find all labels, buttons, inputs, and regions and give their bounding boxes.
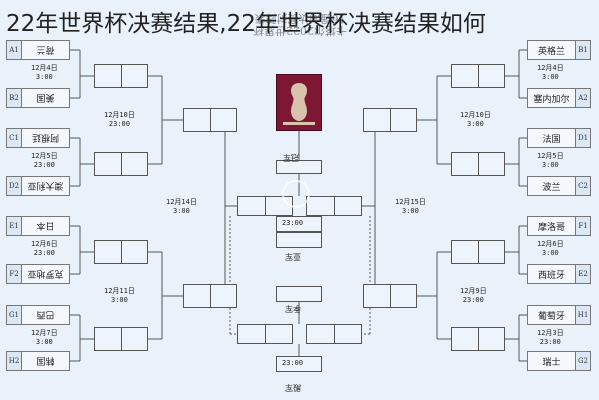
fourth-box — [276, 356, 322, 372]
third-box — [276, 286, 322, 302]
third-place-right — [306, 324, 362, 344]
team-name: 瑞士 — [542, 357, 561, 368]
team-name: 法国 — [542, 134, 561, 145]
group-code: F1 — [575, 217, 590, 235]
team-slot-left-4: E1 日本 — [6, 216, 70, 236]
group-code: B2 — [7, 89, 22, 107]
team-slot-right-0: B1 英格兰 — [527, 40, 591, 60]
team-name: 澳大利亚 — [27, 179, 64, 190]
fourth-label: 殿军 — [285, 383, 301, 392]
runner-up-label: 亚军 — [285, 252, 301, 261]
r16-box-left-0 — [94, 64, 148, 88]
team-name: 塞内加尔 — [533, 94, 570, 105]
r16-box-right-3 — [451, 327, 505, 351]
team-slot-right-5: E2 西班牙 — [527, 264, 591, 284]
group-code: H1 — [575, 306, 590, 324]
team-name: 克罗地亚 — [27, 267, 64, 278]
group-code: H2 — [7, 352, 22, 370]
team-slot-right-2: D1 法国 — [527, 128, 591, 148]
r16-box-right-1 — [451, 152, 505, 176]
group-code: G2 — [575, 352, 590, 370]
team-name: 阿根廷 — [32, 131, 60, 142]
team-slot-left-6: G1 巴西 — [6, 305, 70, 325]
team-name: 荷兰 — [36, 43, 55, 54]
runner-up-box — [276, 232, 322, 248]
team-slot-left-0: A1 荷兰 — [6, 40, 70, 60]
team-name: 韩国 — [36, 354, 55, 365]
group-code: E1 — [7, 217, 22, 235]
team-slot-right-3: C2 波兰 — [527, 176, 591, 196]
r16-box-right-0 — [451, 64, 505, 88]
team-slot-left-7: H2 韩国 — [6, 351, 70, 371]
team-name: 摩洛哥 — [537, 222, 565, 233]
group-code: C2 — [575, 177, 590, 195]
qf-box-right-1 — [363, 284, 417, 308]
team-name: 西班牙 — [537, 270, 565, 281]
qf-box-right-0 — [363, 108, 417, 132]
team-name: 葡萄牙 — [537, 311, 565, 322]
r16-box-left-3 — [94, 327, 148, 351]
team-slot-left-1: B2 美国 — [6, 88, 70, 108]
champion-box — [276, 160, 322, 174]
group-code: D1 — [575, 129, 590, 147]
team-name: 巴西 — [36, 308, 55, 319]
third-label: 季军 — [285, 304, 301, 313]
sf-box-right — [306, 196, 362, 216]
team-name: 波兰 — [542, 182, 561, 193]
world-cup-logo — [276, 74, 322, 131]
r16-box-left-2 — [94, 240, 148, 264]
qf-box-left-0 — [183, 108, 237, 132]
final-time-box — [276, 216, 322, 232]
group-code: B1 — [575, 41, 590, 59]
r16-box-left-1 — [94, 152, 148, 176]
team-slot-right-7: G2 瑞士 — [527, 351, 591, 371]
team-slot-right-1: A2 塞内加尔 — [527, 88, 591, 108]
team-slot-right-4: F1 摩洛哥 — [527, 216, 591, 236]
group-code: F2 — [7, 265, 22, 283]
team-name: 英格兰 — [537, 46, 565, 57]
third-place-time: 23:00 — [282, 359, 304, 367]
final-time: 23:00 — [282, 219, 304, 227]
group-code: A2 — [575, 89, 590, 107]
group-code: D2 — [7, 177, 22, 195]
page-title: 22年世界杯决赛结果,22年世界杯决赛结果如何 — [6, 11, 486, 37]
qf-box-left-1 — [183, 284, 237, 308]
third-place-left — [237, 324, 293, 344]
r16-box-right-2 — [451, 240, 505, 264]
group-code: A1 — [7, 41, 22, 59]
team-slot-right-6: H1 葡萄牙 — [527, 305, 591, 325]
sf-box-left — [237, 196, 293, 216]
team-slot-left-3: D2 澳大利亚 — [6, 176, 70, 196]
group-code: G1 — [7, 306, 22, 324]
group-code: C1 — [7, 129, 22, 147]
team-name: 美国 — [36, 91, 55, 102]
team-slot-left-2: C1 阿根廷 — [6, 128, 70, 148]
champion-label: 冠军 — [283, 153, 299, 162]
team-slot-left-5: F2 克罗地亚 — [6, 264, 70, 284]
team-name: 日本 — [36, 219, 55, 230]
group-code: E2 — [575, 265, 590, 283]
watermark-icon — [282, 180, 310, 208]
